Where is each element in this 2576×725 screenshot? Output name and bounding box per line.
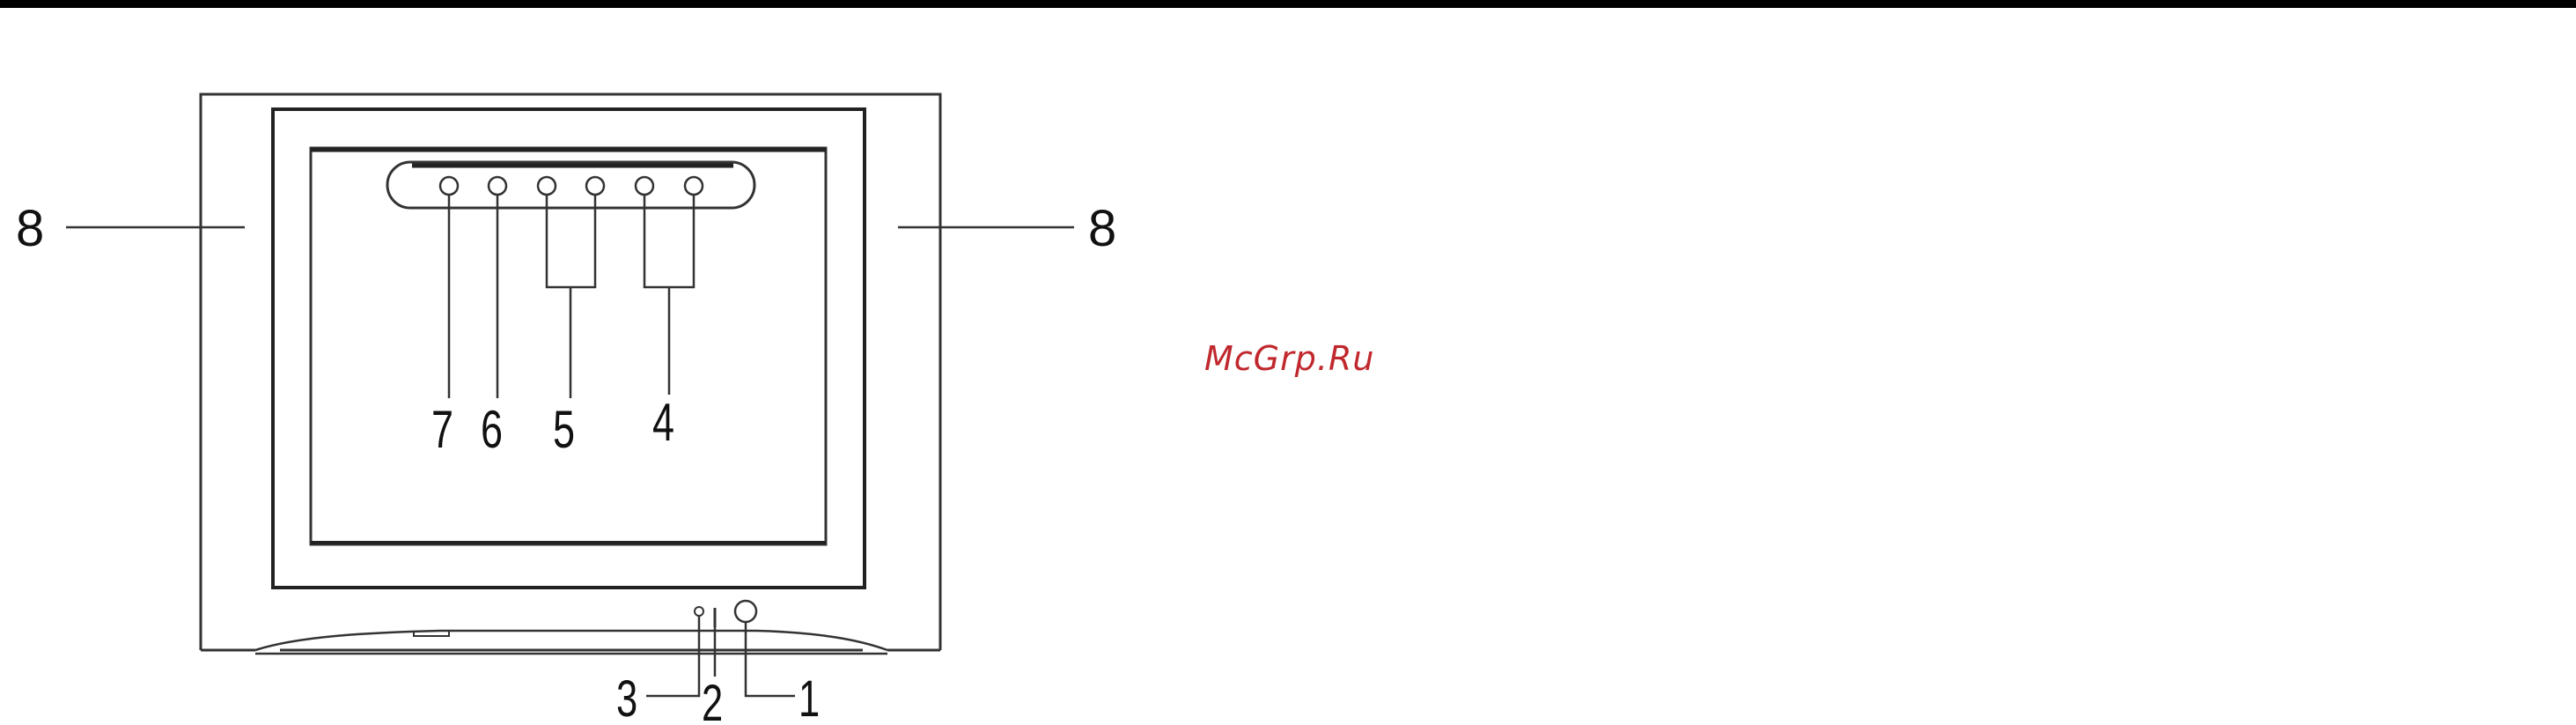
leader-line-3 (646, 616, 699, 696)
osd-button-6 (489, 177, 506, 195)
callout-7: 7 (431, 401, 453, 460)
watermark-text: McGrp.Ru (1204, 339, 1374, 378)
indicator-3 (695, 607, 703, 616)
osd-button-5a (538, 177, 556, 195)
monitor-stand-curve (255, 631, 887, 650)
callout-2: 2 (702, 675, 723, 725)
callout-1: 1 (799, 670, 820, 725)
bracket-4 (644, 195, 694, 395)
bracket-5 (547, 195, 595, 398)
callout-8-left: 8 (16, 200, 44, 257)
callout-3: 3 (616, 670, 637, 725)
osd-button-4b (685, 177, 703, 195)
callout-8-right: 8 (1088, 200, 1116, 257)
osd-button-7 (440, 177, 458, 195)
callout-4: 4 (652, 394, 674, 453)
callout-6: 6 (481, 401, 503, 460)
osd-button-4a (636, 177, 653, 195)
osd-button-5b (586, 177, 604, 195)
power-button-1 (735, 601, 756, 622)
callout-5: 5 (553, 401, 575, 460)
